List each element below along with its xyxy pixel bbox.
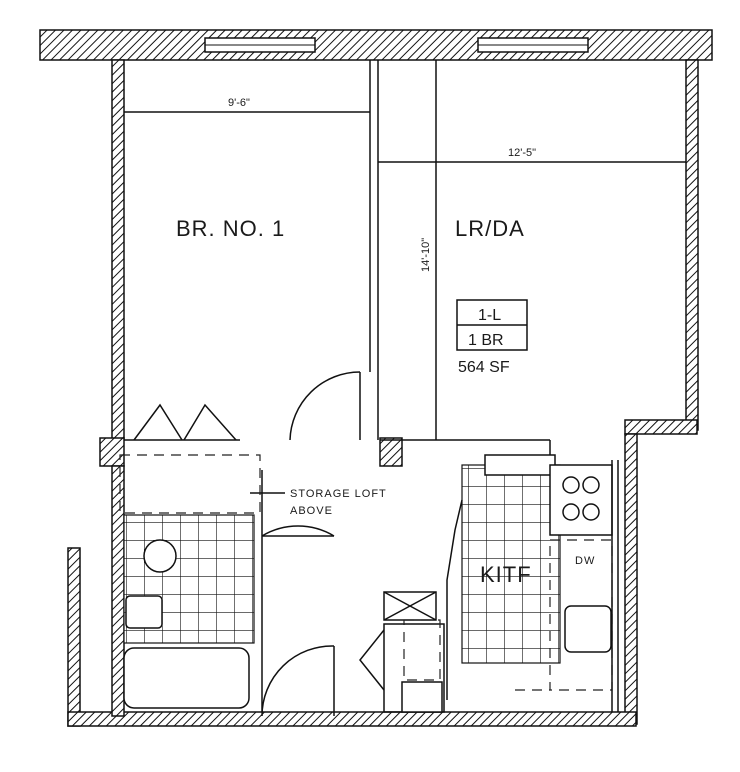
unit-box (456, 299, 528, 351)
range (549, 464, 613, 536)
unit-type: 1-L (478, 307, 501, 324)
storage-loft (119, 454, 285, 712)
storage-note-line1: STORAGE LOFT (290, 488, 387, 500)
room-label-bedroom: BR. NO. 1 (176, 216, 285, 241)
dimension-living-width: 12'-5" (508, 147, 536, 159)
hall-closet (359, 591, 445, 713)
unit-area: 564 SF (458, 359, 510, 376)
partition-wall (124, 60, 551, 460)
exterior-walls (67, 59, 699, 727)
dimension-living-depth: 14'-10" (420, 238, 432, 272)
dishwasher-label: DW (575, 555, 595, 567)
dimension-bedroom-width: 9'-6" (228, 97, 250, 109)
exterior-wall-top (39, 29, 713, 61)
closet-bifold-doors (133, 403, 237, 441)
sink (125, 595, 163, 629)
room-label-living: LR/DA (455, 216, 525, 241)
bathroom (123, 514, 335, 717)
kitchen-sink (564, 605, 612, 653)
storage-note-line2: ABOVE (290, 505, 333, 517)
kitchen (446, 454, 619, 712)
unit-bedrooms: 1 BR (468, 332, 504, 349)
bedroom-door (289, 371, 361, 441)
bathtub (123, 647, 250, 709)
room-label-kitchen: KITF (480, 562, 532, 587)
dimension-lines (124, 60, 686, 440)
toilet (143, 539, 177, 573)
